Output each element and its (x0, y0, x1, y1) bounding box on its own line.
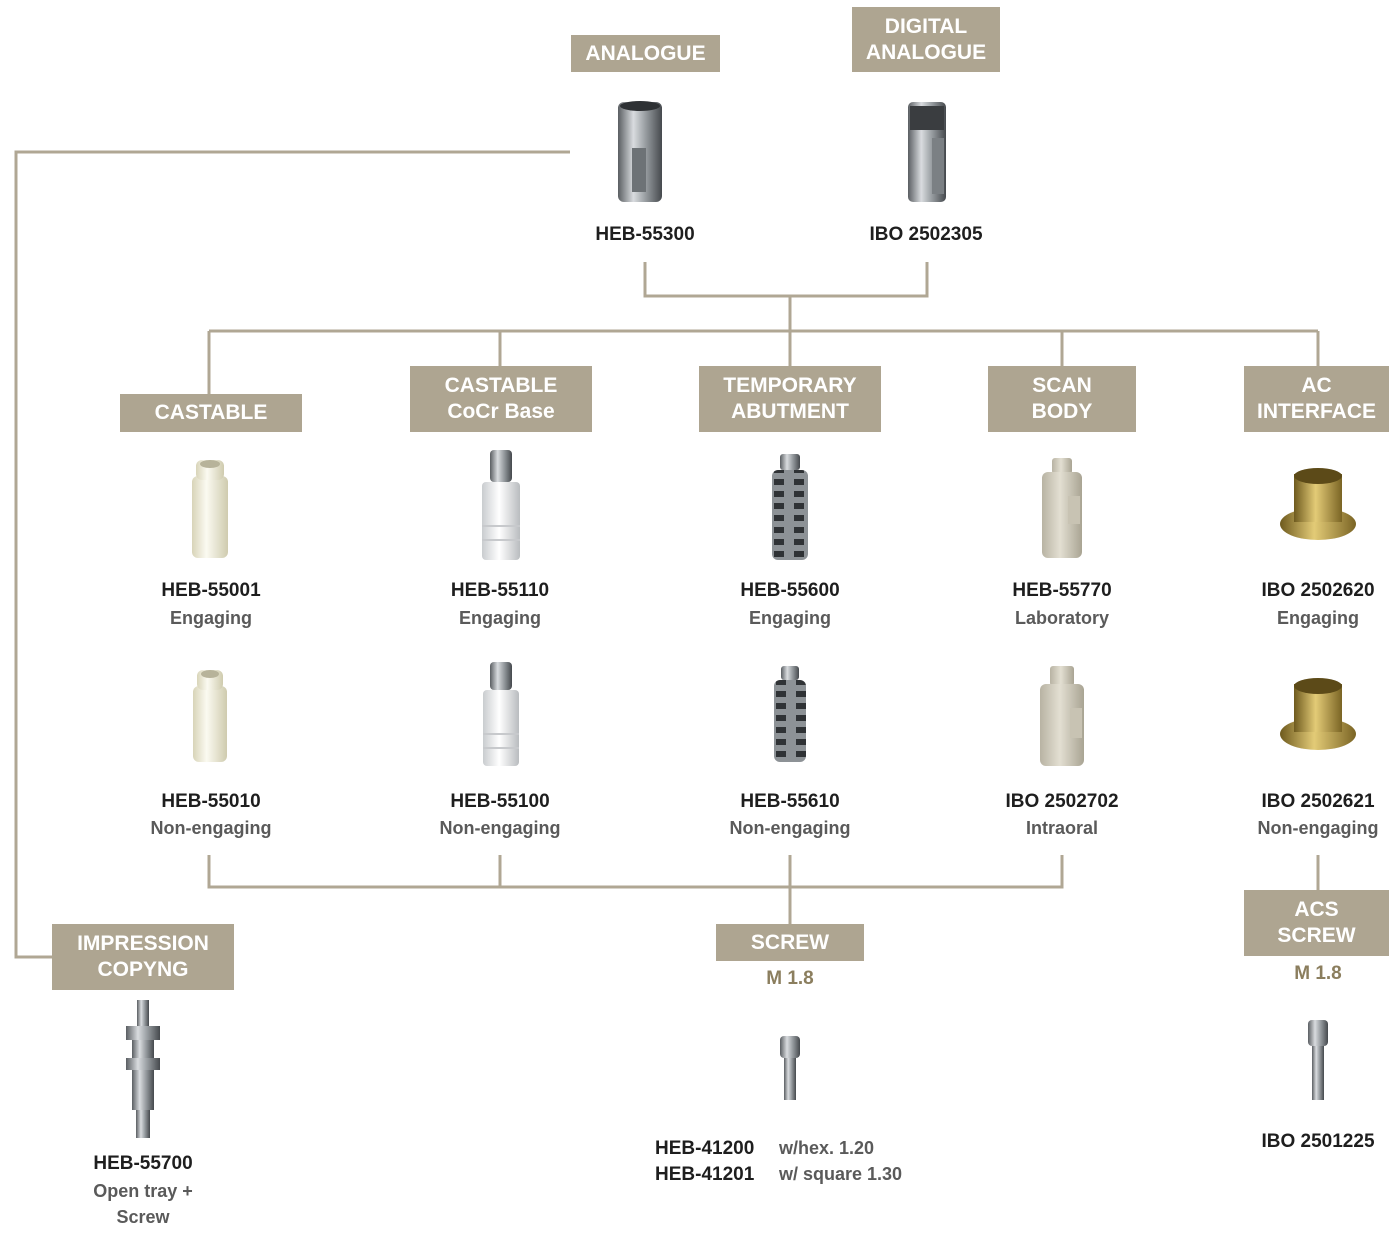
temporary-abutment-title-1: TEMPORARY (723, 374, 857, 397)
scan-body-desc-2: Intraoral (1025, 818, 1099, 838)
impression-code: HEB-55700 (93, 1153, 193, 1174)
castable-desc-1: Engaging (170, 608, 252, 628)
scan-body-code-2: IBO 2502702 (1005, 791, 1119, 812)
screw-code-1: HEB-41200 (655, 1138, 755, 1159)
analogue-title: ANALOGUE (585, 41, 706, 65)
castable-code-2: HEB-55010 (161, 791, 261, 812)
temporary-abutment-desc-1: Engaging (749, 608, 831, 628)
scan-body-intraoral-icon (1040, 666, 1084, 766)
impression-desc-2: Screw (116, 1207, 170, 1227)
temporary-abutment-label: TEMPORARY ABUTMENT (699, 366, 881, 432)
screw-title: SCREW (750, 930, 830, 954)
temporary-abutment-title-2: ABUTMENT (731, 400, 849, 423)
screw-code-2: HEB-41201 (655, 1164, 755, 1185)
scan-body-title-2: BODY (1031, 400, 1093, 423)
analogue-code: HEB-55300 (595, 224, 695, 245)
scan-body-label: SCAN BODY (988, 366, 1136, 432)
temporary-abutment-non-engaging-icon (774, 666, 806, 762)
castable-cocr-code-1: HEB-55110 (450, 580, 550, 601)
scan-body-title-1: SCAN (1032, 374, 1092, 397)
impression-desc-1: Open tray + (93, 1181, 193, 1201)
ac-interface-engaging-icon (1280, 468, 1356, 540)
screw-label: SCREW (716, 924, 864, 961)
screw-spec: M 1.8 (766, 968, 814, 989)
castable-engaging-icon (192, 460, 228, 558)
acs-screw-code: IBO 2501225 (1261, 1131, 1375, 1152)
castable-cocr-label: CASTABLE CoCr Base (410, 366, 592, 432)
digital-analogue-title-2: ANALOGUE (865, 40, 987, 64)
analogue-label: ANALOGUE (571, 35, 720, 72)
screw-desc-2: w/ square 1.30 (779, 1164, 903, 1184)
ac-interface-title-1: AC (1301, 374, 1332, 397)
acs-screw-spec: M 1.8 (1294, 963, 1342, 984)
impression-copying-label: IMPRESSION COPYNG (52, 924, 234, 990)
digital-analogue-label: DIGITAL ANALOGUE (852, 7, 1000, 72)
impression-title-1: IMPRESSION (77, 932, 209, 955)
temporary-abutment-engaging-icon (772, 454, 808, 560)
digital-analogue-title-1: DIGITAL (884, 14, 968, 38)
scan-body-desc-1: Laboratory (1014, 608, 1110, 628)
ac-interface-desc-1: Engaging (1277, 608, 1359, 628)
castable-cocr-title-1: CASTABLE (444, 374, 558, 397)
castable-cocr-code-2: HEB-55100 (450, 791, 550, 812)
castable-cocr-desc-2: Non-engaging (439, 818, 561, 838)
temporary-abutment-code-2: HEB-55610 (740, 791, 840, 812)
castable-cocr-non-engaging-icon (483, 662, 519, 766)
scan-body-laboratory-icon (1042, 458, 1082, 558)
castable-cocr-desc-1: Engaging (459, 608, 541, 628)
castable-label: CASTABLE (120, 394, 302, 432)
temporary-abutment-code-1: HEB-55600 (740, 580, 840, 601)
acs-screw-title-2: SCREW (1277, 924, 1356, 947)
ac-interface-title-2: INTERFACE (1256, 400, 1376, 423)
impression-copying-icon (126, 1000, 160, 1138)
digital-analogue-code: IBO 2502305 (869, 224, 983, 245)
castable-cocr-engaging-icon (482, 450, 520, 560)
lab-analogue-icon (618, 101, 662, 202)
screw-icon (780, 1036, 800, 1100)
castable-non-engaging-icon (193, 670, 227, 762)
castable-code-1: HEB-55001 (161, 580, 261, 601)
castable-title: CASTABLE (154, 401, 268, 424)
castable-desc-2: Non-engaging (150, 818, 272, 838)
ac-interface-desc-2: Non-engaging (1257, 818, 1379, 838)
acs-screw-title-1: ACS (1294, 898, 1339, 921)
scan-body-code-1: HEB-55770 (1012, 580, 1112, 601)
ac-interface-code-1: IBO 2502620 (1261, 580, 1375, 601)
ac-interface-code-2: IBO 2502621 (1261, 791, 1375, 812)
acs-screw-icon (1308, 1020, 1328, 1100)
digital-analogue-icon (908, 102, 946, 202)
screw-desc-1: w/hex. 1.20 (779, 1138, 875, 1158)
acs-screw-label: ACS SCREW (1244, 890, 1389, 956)
temporary-abutment-desc-2: Non-engaging (729, 818, 851, 838)
castable-cocr-title-2: CoCr Base (447, 400, 555, 423)
ac-interface-label: AC INTERFACE (1244, 366, 1389, 432)
ac-interface-non-engaging-icon (1280, 678, 1356, 750)
impression-title-2: COPYNG (97, 958, 189, 981)
